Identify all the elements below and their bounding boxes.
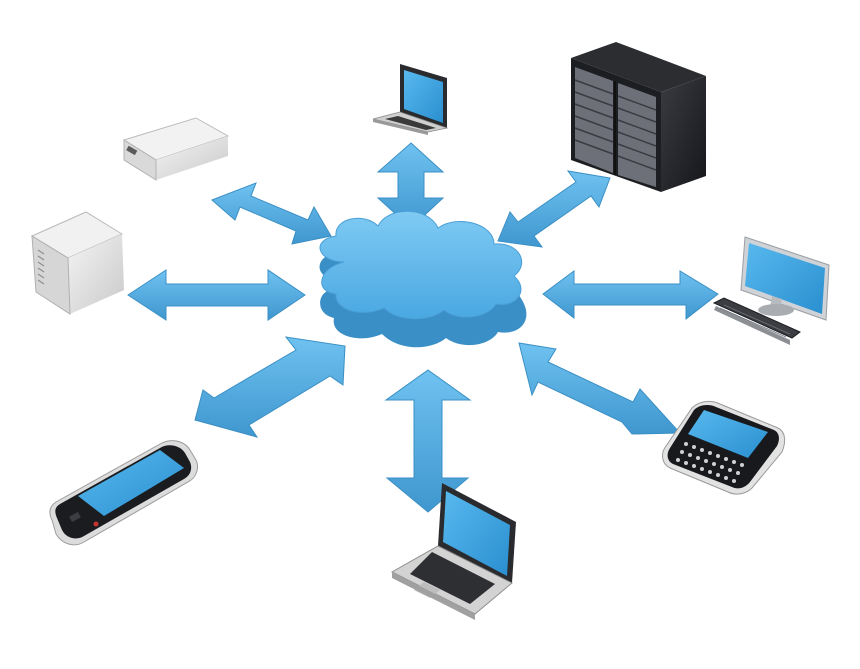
laptop-icon — [372, 64, 449, 135]
arrow-to-smartphone-touch — [194, 336, 346, 438]
rack-unit-server-icon — [122, 117, 230, 181]
server-rack-node — [571, 42, 706, 192]
laptop-icon — [390, 483, 516, 620]
desktop-monitor-node — [712, 236, 830, 345]
arrow-to-server-rack — [497, 170, 611, 248]
desktop-computer-icon — [712, 236, 830, 345]
arrow-to-rack-unit-server — [211, 182, 332, 245]
laptop-top-node — [372, 64, 449, 135]
tower-server-node — [30, 211, 124, 315]
touch-phone-icon — [49, 440, 199, 546]
smartphone-touch-node — [49, 440, 199, 546]
arrow-to-tower-server — [127, 269, 306, 321]
tower-server-icon — [30, 211, 124, 315]
rack-unit-server-node — [122, 117, 230, 181]
arrow-to-smartphone-qwerty — [518, 342, 682, 435]
arrow-to-laptop-bottom — [384, 369, 472, 513]
connection-arrows — [127, 142, 719, 513]
cloud-icon — [319, 210, 527, 348]
laptop-bottom-node — [390, 483, 516, 620]
arrow-to-desktop-monitor — [542, 270, 719, 321]
server-rack-icon — [571, 42, 706, 192]
smartphone-qwerty-node — [662, 400, 786, 495]
qwerty-phone-icon — [662, 400, 786, 495]
